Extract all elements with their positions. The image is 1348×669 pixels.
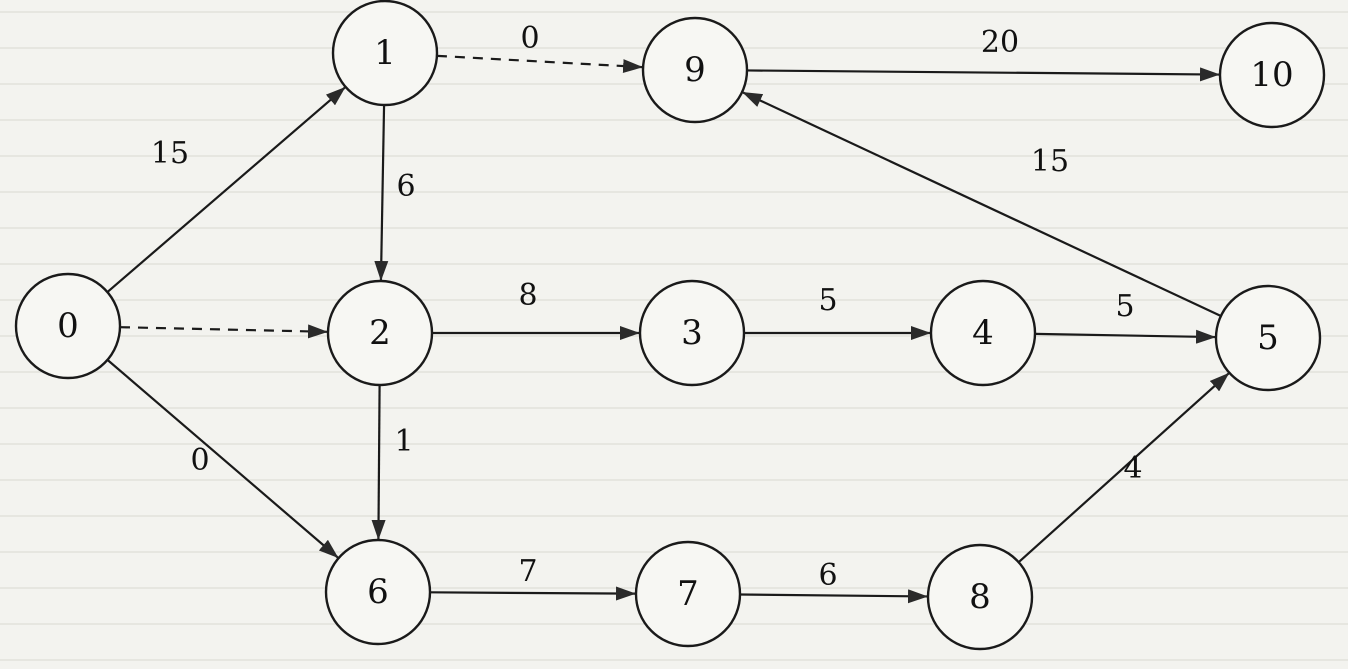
node-label: 8 <box>969 577 991 617</box>
node-circle <box>326 279 434 387</box>
edge-0-to-1 <box>106 86 346 293</box>
node-circle <box>1218 21 1326 129</box>
edge-weight-7-to-8: 6 <box>818 558 837 593</box>
edge-0-to-2 <box>119 324 329 339</box>
edge-8-to-5 <box>1017 372 1230 564</box>
node-label: 9 <box>684 50 706 90</box>
node-label: 7 <box>677 574 699 614</box>
node-circle <box>641 16 749 124</box>
node-8: 8 <box>926 543 1034 651</box>
node-label: 5 <box>1257 318 1279 358</box>
edges-layer <box>106 54 1230 604</box>
edge-0-to-6 <box>106 359 339 559</box>
node-circle <box>638 279 746 387</box>
edge-weight-1-to-2: 6 <box>396 169 415 204</box>
node-5: 5 <box>1214 284 1322 392</box>
node-label: 4 <box>972 313 994 353</box>
edge-weight-9-to-10: 20 <box>981 25 1019 60</box>
edge-weight-8-to-5: 4 <box>1123 451 1142 486</box>
edge-6-to-7 <box>429 586 637 601</box>
node-circle <box>929 279 1037 387</box>
edge-1-to-9 <box>436 54 644 74</box>
node-label: 10 <box>1250 55 1293 95</box>
edge-weight-0-to-1: 15 <box>151 136 189 171</box>
node-label: 3 <box>681 313 703 353</box>
edge-9-to-10 <box>746 67 1221 82</box>
node-9: 9 <box>641 16 749 124</box>
edge-weight-1-to-9: 0 <box>520 21 539 56</box>
edge-1-to-2 <box>374 104 389 282</box>
node-circle <box>14 272 122 380</box>
node-3: 3 <box>638 279 746 387</box>
edge-weight-5-to-9: 15 <box>1031 144 1069 179</box>
node-label: 6 <box>367 572 389 612</box>
edge-7-to-8 <box>739 589 929 604</box>
edge-2-to-6 <box>371 384 386 541</box>
node-2: 2 <box>326 279 434 387</box>
node-10: 10 <box>1218 21 1326 129</box>
node-circle <box>926 543 1034 651</box>
node-4: 4 <box>929 279 1037 387</box>
edge-4-to-5 <box>1034 329 1217 344</box>
edge-weight-6-to-7: 7 <box>518 554 537 589</box>
edge-weight-4-to-5: 5 <box>1115 289 1134 324</box>
node-circle <box>634 540 742 648</box>
node-label: 2 <box>369 313 391 353</box>
node-label: 0 <box>57 306 79 346</box>
edge-5-to-9 <box>742 91 1222 317</box>
edge-weight-3-to-4: 5 <box>818 283 837 318</box>
edge-weight-2-to-6: 1 <box>394 424 413 459</box>
edge-weight-2-to-3: 8 <box>518 278 537 313</box>
node-7: 7 <box>634 540 742 648</box>
node-1: 1 <box>331 0 439 107</box>
edge-weight-0-to-6: 0 <box>190 443 209 478</box>
node-circle <box>1214 284 1322 392</box>
node-6: 6 <box>324 538 432 646</box>
node-circle <box>331 0 439 107</box>
node-label: 1 <box>374 33 396 73</box>
node-0: 0 <box>14 272 122 380</box>
node-circle <box>324 538 432 646</box>
